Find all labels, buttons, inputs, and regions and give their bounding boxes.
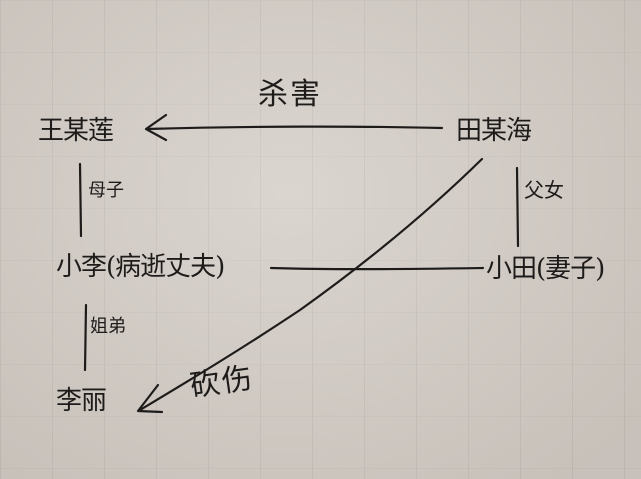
edge-siblings-line (83, 303, 88, 372)
node-wang-moulian: 王某莲 (38, 116, 114, 146)
edge-kill-line (146, 125, 444, 131)
label-kill: 杀害 (258, 77, 322, 112)
label-father-daughter: 父女 (524, 178, 564, 202)
node-xiaotian-wife: 小田(妻子) (486, 254, 605, 284)
edge-injure-line (138, 157, 484, 412)
label-mother-son: 母子 (88, 180, 124, 201)
node-xiaoli-husband: 小李(病逝丈夫) (56, 252, 225, 282)
arrowhead-kill-icon (144, 113, 168, 142)
edge-spouse-line (269, 266, 485, 271)
arrowhead-injure-icon (136, 383, 164, 414)
edge-mother-son-line (78, 162, 83, 238)
node-lili: 李丽 (56, 386, 107, 416)
label-siblings: 姐弟 (90, 316, 126, 337)
label-injure: 砍伤 (187, 360, 257, 405)
edge-father-daughter-line (515, 166, 520, 248)
node-tian-mouhai: 田某海 (456, 116, 532, 146)
